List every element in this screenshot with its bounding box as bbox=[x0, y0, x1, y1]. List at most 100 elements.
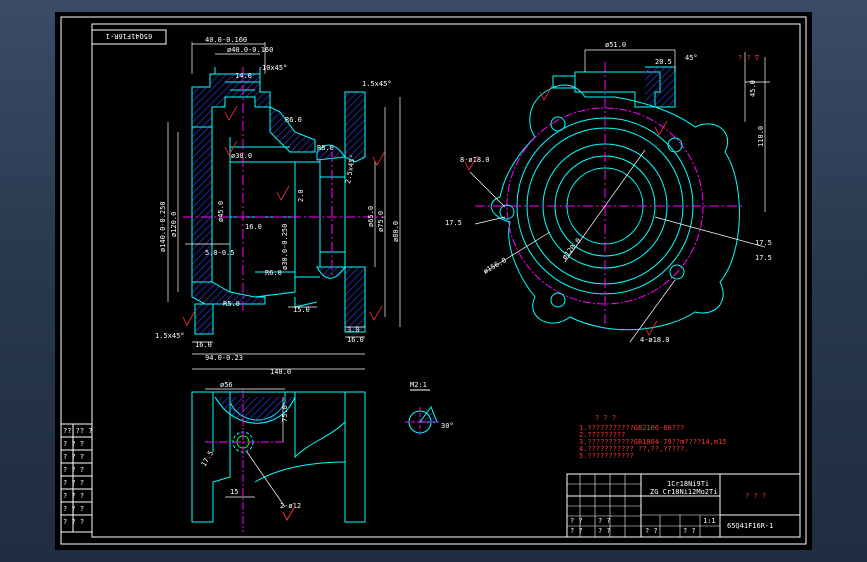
drawing-canvas[interactable]: 65Q41F16R-1 ?? ?? ? ? ? ? ? ? ? ? ? ? ? … bbox=[55, 12, 812, 550]
dim-d2-12: 2-ø12 bbox=[280, 502, 301, 510]
upper-body-section bbox=[269, 106, 316, 153]
right-flange-upper bbox=[344, 91, 366, 163]
section-detail-m2[interactable]: M2:1 30° bbox=[405, 381, 454, 437]
dim-d14: 14.0 bbox=[235, 72, 252, 80]
dim-d45: ø45.0 bbox=[217, 201, 225, 222]
bolt-hole-top-left bbox=[550, 116, 566, 132]
dim-d16: 16.0 bbox=[245, 223, 262, 231]
left-strip-row-5: ? ? ? bbox=[63, 479, 84, 487]
dim-15x45-bot: 1.5x45° bbox=[155, 332, 185, 340]
dim-d16b: 16.0 bbox=[347, 336, 364, 344]
top-flange-section bbox=[191, 73, 271, 128]
right-flange-lower bbox=[344, 266, 366, 333]
dim-30deg: 30° bbox=[441, 422, 454, 430]
note-1: 1.???????????GB2106-80??? bbox=[579, 424, 684, 432]
dim-r6b: R6.0 bbox=[265, 269, 282, 277]
tb-row-5: ? ? bbox=[645, 527, 658, 535]
flange-outline bbox=[490, 84, 740, 331]
dim-d140w: 140.0 bbox=[270, 368, 291, 376]
roughness-marks bbox=[182, 105, 386, 326]
dim-d2: 2.0 bbox=[297, 189, 305, 202]
left-strip-row-2: ? ? ? bbox=[63, 440, 84, 448]
part-number: 65Q41F16R-1 bbox=[727, 522, 773, 530]
dim-d17-5-c: 17.5 bbox=[755, 254, 772, 262]
dim-15x45-top: 1.5x45° bbox=[362, 80, 392, 88]
front-section-view[interactable]: 40.0-0.160 ø40.0-0.160 14.0 10x45° 1.5x4… bbox=[155, 36, 401, 376]
general-roughness: ? ? ∇ bbox=[738, 54, 760, 62]
dim-d15b: 15 bbox=[230, 488, 238, 496]
inner-frame bbox=[91, 23, 801, 538]
tb-row-3: ? ? bbox=[598, 517, 611, 525]
plan-roughness-marks bbox=[464, 85, 668, 336]
dim-10x45: 10x45° bbox=[262, 64, 287, 72]
note-5: 5.??????????? bbox=[579, 452, 634, 460]
dim-d17-5-right: 17.5 bbox=[445, 219, 462, 227]
dim-d94: 94.0-0.23 bbox=[205, 354, 243, 362]
dim-d75: ø75.0 bbox=[377, 211, 385, 232]
dim-d30: ø30.0 bbox=[231, 152, 252, 160]
bottom-partial-view[interactable]: ø56 75.0 17.5 15 2-ø12 bbox=[191, 381, 366, 532]
note-4: 4.??????????? ??,??,?????. bbox=[579, 445, 689, 453]
bolt-hole-bottom-right bbox=[669, 264, 685, 280]
dim-d56: ø56 bbox=[220, 381, 233, 389]
mirrored-number-box bbox=[91, 29, 167, 45]
tb-row-6: ? ? bbox=[683, 527, 696, 535]
bolt-hole-bottom-left bbox=[550, 292, 566, 308]
section-label: M2:1 bbox=[410, 381, 427, 389]
dim-d5: 5.0-0.5 bbox=[205, 249, 235, 257]
left-strip: ?? ?? ? ? ? ? ? ? ? ? ? ? ? ? ? ? ? ? ? … bbox=[60, 423, 93, 533]
dim-d17_5: 17.5 bbox=[200, 449, 215, 468]
dim-d110: 110.0 bbox=[757, 126, 765, 147]
dim-r6: R6.0 bbox=[285, 116, 302, 124]
bottom-lip-section bbox=[191, 281, 266, 305]
dim-r8: R8.0 bbox=[317, 144, 334, 152]
left-strip-row-8: ? ? ? bbox=[63, 518, 84, 526]
neck-lower bbox=[316, 266, 346, 279]
title-block[interactable]: ? ? ? ? ? ? ? ? ? ? ? ? 1:1 1Cr18Ni9Ti Z… bbox=[566, 473, 801, 538]
dim-d140: ø140.0-0.250 bbox=[159, 201, 167, 252]
dim-d30b: ø30.0-0.250 bbox=[281, 224, 289, 270]
dim-d3: 3.0 bbox=[347, 326, 360, 334]
left-strip-row-4: ? ? ? bbox=[63, 466, 84, 474]
outer-frame bbox=[60, 16, 807, 545]
dim-d45r: 45.0 bbox=[749, 80, 757, 97]
note-3: 3.???????????GB1804-79??m????14,m15 bbox=[579, 438, 727, 446]
left-strip-row-1: ?? ?? ? bbox=[63, 427, 93, 435]
dim-r5: R5.0 bbox=[223, 300, 240, 308]
tb-scale: 1:1 bbox=[703, 517, 716, 525]
tb-row-1: ? ? bbox=[570, 517, 583, 525]
dim-d16-left: 16.0 bbox=[195, 341, 212, 349]
left-strip-row-3: ? ? ? bbox=[63, 453, 84, 461]
drawing-title: ? ? ? bbox=[745, 492, 766, 500]
bolt-hole-top-right bbox=[667, 137, 683, 153]
mirrored-part-number: 65Q41F16R-1 bbox=[106, 32, 152, 40]
dim-d40: 40.0-0.160 bbox=[205, 36, 247, 44]
dim-d51: ø51.0 bbox=[605, 41, 626, 49]
dim-d15: 15.0 bbox=[293, 306, 310, 314]
notes-title: ? ? ? bbox=[595, 414, 616, 422]
dim-25x45: 2.5x45° bbox=[344, 154, 357, 184]
left-wall-section bbox=[191, 126, 213, 283]
tb-row-2: ? ? bbox=[570, 527, 583, 535]
dim-d75b: 75.0 bbox=[281, 405, 289, 422]
flange-plan-view[interactable]: ø51.0 45.0 110.0 8-ø18.0 17.5 ø156.0 ø12… bbox=[445, 41, 772, 344]
bottom-boss bbox=[194, 303, 214, 335]
tb-row-4: ? ? bbox=[598, 527, 611, 535]
cad-drawing[interactable]: 65Q41F16R-1 ?? ?? ? ? ? ? ? ? ? ? ? ? ? … bbox=[55, 12, 812, 550]
bolt-pitch-circle bbox=[506, 107, 704, 305]
material-line-1: 1Cr18Ni9Ti bbox=[667, 480, 709, 488]
material-line-2: ZG Cr18Ni12Mo2Ti bbox=[650, 488, 717, 496]
dim-d45b: 45° bbox=[685, 54, 698, 62]
dim-d65: ø65.0 bbox=[367, 206, 375, 227]
bolt-hole-left bbox=[499, 204, 515, 220]
dim-d4-18: 4-ø18.0 bbox=[640, 336, 670, 344]
note-2: 2.????????? bbox=[579, 431, 625, 439]
left-strip-row-6: ? ? ? bbox=[63, 492, 84, 500]
dim-d20b: 20.5 bbox=[655, 58, 672, 66]
dim-d156: ø156.0 bbox=[482, 256, 508, 276]
dim-d120: ø120.0 bbox=[170, 212, 178, 237]
dim-d17-5-b: 17.5 bbox=[755, 239, 772, 247]
technical-notes: ? ? ? 1.???????????GB2106-80??? 2.??????… bbox=[579, 414, 727, 460]
dim-d80: ø80.0 bbox=[392, 221, 400, 242]
